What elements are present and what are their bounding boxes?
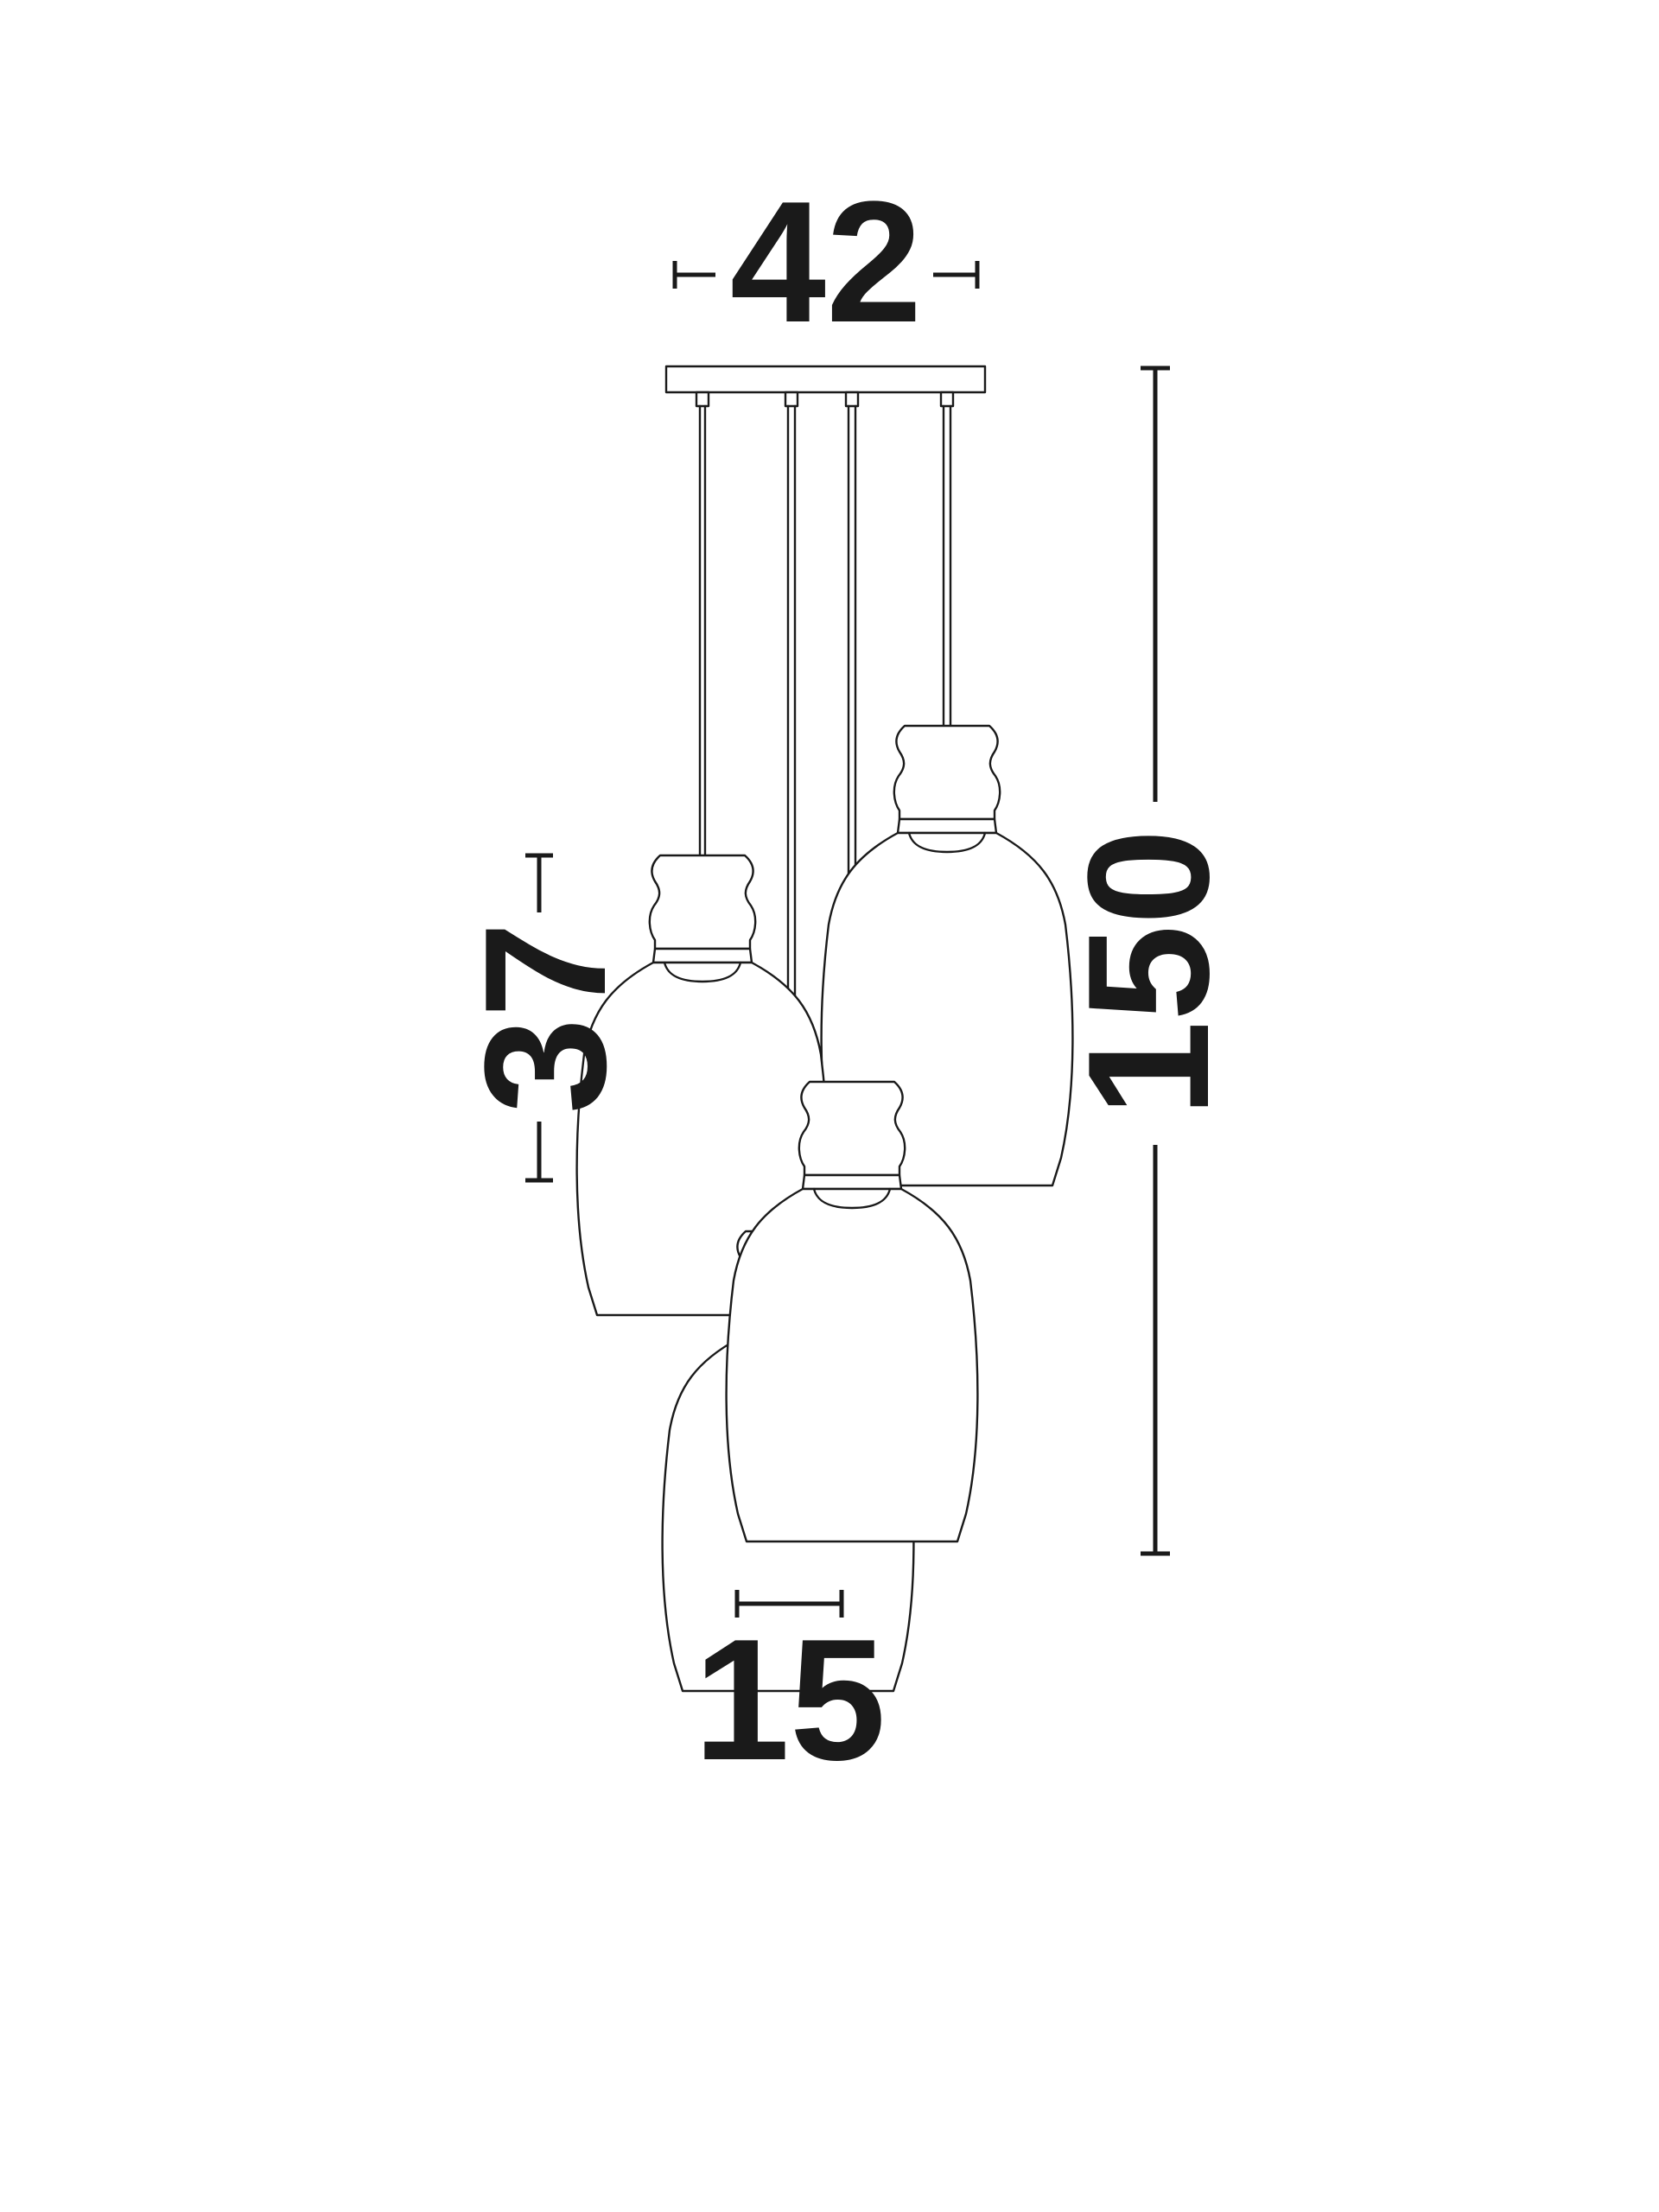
width-dimension: 42 <box>672 166 980 359</box>
shade-diameter-dimension: 15 <box>694 1590 886 1796</box>
total-height-value: 150 <box>1052 829 1245 1117</box>
shade-height-value: 37 <box>449 922 642 1114</box>
shade-height-dimension: 37 <box>449 853 642 1183</box>
width-value: 42 <box>730 166 922 359</box>
total-height-dimension: 150 <box>1052 365 1245 1556</box>
shade-diameter-value: 15 <box>694 1604 886 1796</box>
ceiling-canopy <box>664 365 987 408</box>
